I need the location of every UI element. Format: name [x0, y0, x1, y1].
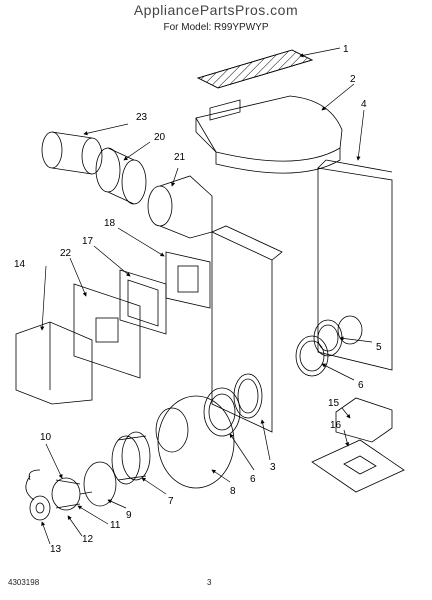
callout-4: 4: [361, 99, 367, 110]
page-number: 3: [207, 578, 212, 587]
callout-23: 23: [136, 112, 148, 123]
doc-number: 4303198: [8, 578, 40, 587]
watermark-title: AppliancePartsPros.com: [133, 2, 299, 18]
callout-11: 11: [110, 520, 121, 531]
back-panel-part: [317, 159, 393, 371]
callout-16: 16: [330, 420, 342, 431]
filter-part: [196, 49, 314, 89]
plate-part: [73, 283, 141, 379]
callout-7: 7: [168, 496, 174, 507]
gasket-part: [119, 269, 167, 335]
vent-hood-part: [195, 95, 343, 174]
callout-15: 15: [328, 398, 340, 409]
callout-8: 8: [230, 486, 236, 497]
blower-wheel-part: [111, 431, 151, 485]
callout-6b: 6: [250, 474, 256, 485]
callout-17: 17: [82, 236, 94, 247]
callout-10: 10: [40, 432, 52, 443]
callout-21: 21: [174, 152, 186, 163]
callout-9: 9: [126, 510, 132, 521]
callout-6: 6: [358, 380, 364, 391]
callout-18: 18: [104, 218, 116, 229]
elbow-duct-part: [15, 321, 93, 405]
blower-housing-part: [155, 395, 235, 489]
callout-2: 2: [350, 74, 356, 85]
callout-14: 14: [14, 259, 26, 270]
callout-1: 1: [343, 44, 349, 55]
callout-22: 22: [60, 248, 72, 259]
ring-5-part: [313, 319, 343, 357]
flex-ring-part: [95, 147, 147, 205]
motor-plate-part: [83, 461, 117, 507]
callout-13: 13: [50, 544, 62, 555]
damper-plate-part: [311, 439, 405, 493]
front-panel-part: [211, 225, 283, 433]
ring-6b-part: [203, 387, 241, 437]
callout-20: 20: [154, 132, 166, 143]
callout-12: 12: [82, 534, 94, 545]
transition-part: [147, 175, 213, 239]
motor-part: [25, 469, 93, 511]
duct-part: [41, 131, 103, 175]
ring-6-part: [295, 335, 329, 377]
callout-5: 5: [376, 342, 382, 353]
damper-part: [335, 397, 393, 443]
callout-3: 3: [270, 462, 276, 473]
model-line: For Model: R99YPWYP: [163, 22, 269, 33]
collar-part: [29, 495, 51, 521]
bracket-part: [165, 251, 211, 309]
